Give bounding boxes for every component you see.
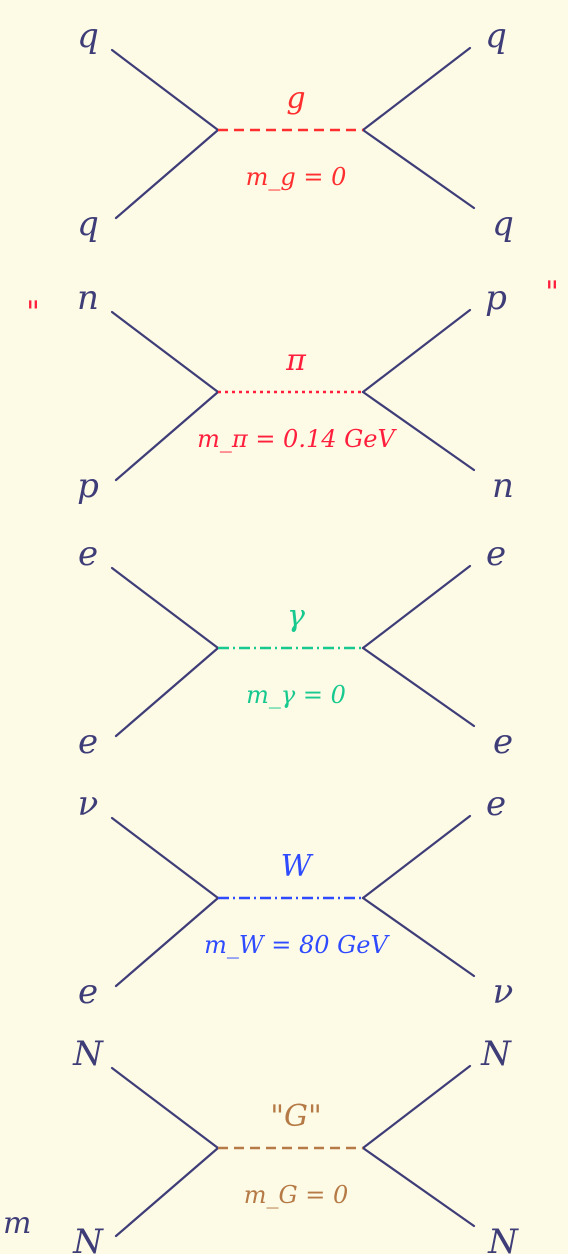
outgoing-bottom-line (361, 646, 476, 728)
mass-label: m_g = 0 (246, 163, 347, 191)
outgoing-top-line (361, 564, 472, 650)
quote-mark-right: " (545, 275, 559, 310)
outgoing-bottom-label: q (492, 204, 514, 244)
outgoing-top-line (361, 1064, 472, 1150)
incoming-bottom-label: p (77, 466, 99, 506)
incoming-bottom-line (114, 390, 220, 482)
incoming-bottom-label: e (78, 722, 98, 762)
incoming-bottom-label: N (72, 1222, 104, 1254)
mediator-label: W (281, 849, 314, 884)
incoming-bottom-line (114, 896, 220, 988)
incoming-bottom-line (114, 646, 220, 738)
edge-fragment-text: m (3, 1206, 31, 1241)
incoming-top-label: n (77, 278, 99, 318)
mass-label: m_G = 0 (244, 1181, 349, 1209)
outgoing-top-line (361, 46, 472, 132)
outgoing-bottom-line (361, 896, 476, 978)
incoming-top-line (110, 1066, 220, 1150)
outgoing-top-label: e (486, 784, 506, 824)
outgoing-bottom-line (361, 128, 476, 210)
incoming-top-label: N (72, 1034, 104, 1074)
mediator-label: g (286, 81, 305, 116)
outgoing-bottom-label: n (492, 466, 514, 506)
incoming-top-line (110, 816, 220, 900)
outgoing-top-label: e (486, 534, 506, 574)
incoming-bottom-label: e (78, 972, 98, 1012)
mass-label: m_W = 80 GeV (204, 931, 390, 959)
outgoing-top-label: p (485, 278, 507, 318)
incoming-top-label: q (77, 16, 99, 56)
mass-label: m_γ = 0 (246, 681, 346, 709)
outgoing-bottom-label: e (493, 722, 513, 762)
incoming-top-line (110, 310, 220, 394)
outgoing-top-label: q (485, 16, 507, 56)
outgoing-bottom-label: N (487, 1222, 519, 1254)
incoming-top-label: ν (78, 784, 99, 824)
outgoing-bottom-label: ν (493, 972, 514, 1012)
incoming-top-line (110, 48, 220, 132)
outgoing-bottom-line (361, 390, 476, 472)
incoming-bottom-line (114, 1146, 220, 1238)
quote-mark-left: " (26, 295, 40, 330)
outgoing-bottom-line (361, 1146, 476, 1228)
outgoing-top-line (361, 308, 472, 394)
outgoing-top-line (361, 814, 472, 900)
mediator-label: "G" (270, 1099, 322, 1134)
incoming-bottom-label: q (77, 204, 99, 244)
mediator-label: π (285, 343, 307, 378)
mass-label: m_π = 0.14 GeV (197, 425, 397, 453)
incoming-top-label: e (78, 534, 98, 574)
incoming-bottom-line (114, 128, 220, 220)
incoming-top-line (110, 566, 220, 650)
outgoing-top-label: N (480, 1034, 512, 1074)
mediator-label: γ (287, 599, 305, 634)
